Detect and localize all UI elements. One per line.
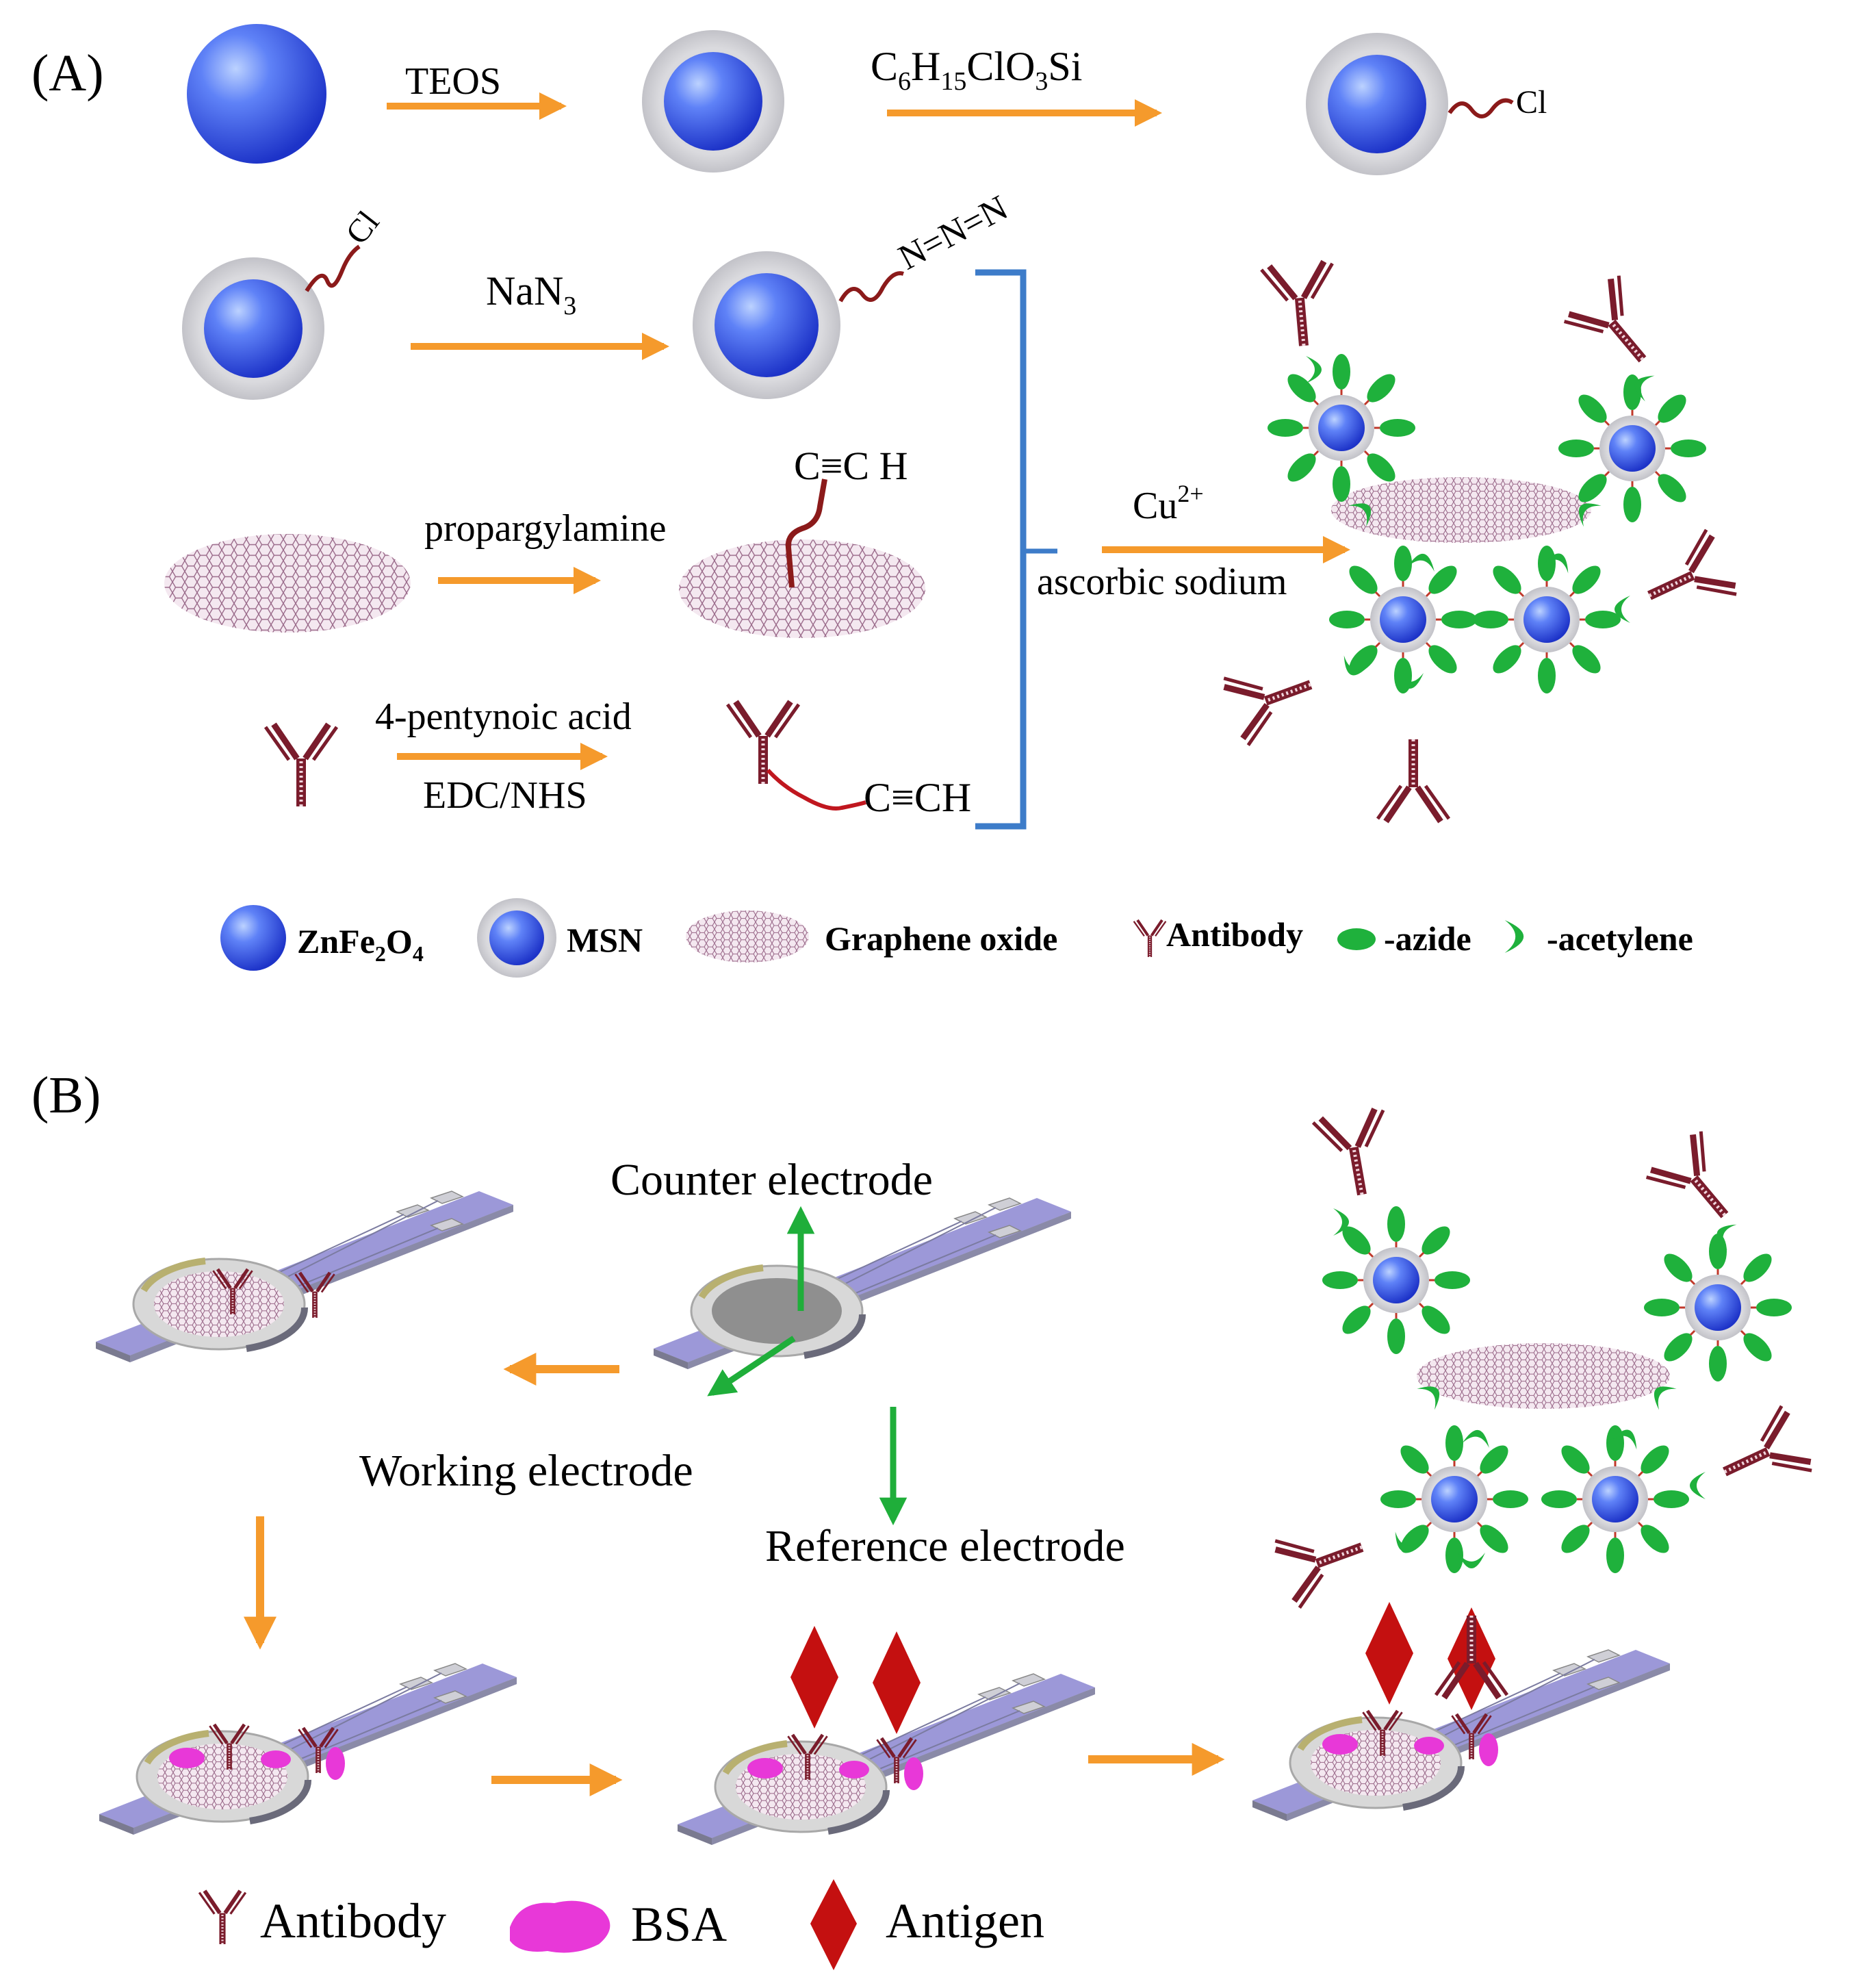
legend-b-antibody-label: Antibody — [260, 1894, 446, 1948]
label-nan3: NaN3 — [486, 268, 576, 320]
legend-antibody-label: Antibody — [1166, 915, 1303, 954]
legend-go-label: Graphene oxide — [825, 919, 1057, 958]
label-silane: C6H15ClO3Si — [871, 44, 1082, 96]
msn-cl-particle-2 — [182, 244, 361, 400]
panel-b-label: (B) — [31, 1067, 101, 1124]
bracket — [975, 269, 1027, 830]
legend-b-antigen-icon — [810, 1879, 857, 1970]
legend-azide-label: -azide — [1384, 919, 1471, 958]
legend-b-bsa-label: BSA — [631, 1897, 727, 1952]
arrow-working — [707, 1336, 796, 1397]
legend-acetylene-icon — [1504, 920, 1524, 953]
legend-azide-icon — [1337, 928, 1376, 950]
label-edc-nhs: EDC/NHS — [423, 774, 587, 817]
label-pentynoic: 4-pentynoic acid — [375, 696, 632, 738]
chip-bare — [654, 1198, 1071, 1369]
legend-b-bsa-icon — [510, 1900, 610, 1953]
legend-a: ZnFe2O4 MSN Graphene oxide Antibody -azi… — [220, 898, 1693, 978]
label-cl-2: Cl — [339, 204, 387, 251]
antibody-icon-1 — [266, 724, 337, 806]
label-ascorbic: ascorbic sodium — [1037, 561, 1287, 603]
label-working-electrode: Working electrode — [359, 1446, 693, 1496]
label-azide-group: N=N=N — [892, 188, 1014, 278]
legend-znfe-label: ZnFe2O4 — [297, 922, 424, 966]
assembly-b — [1272, 1108, 1814, 1698]
chip-bsa — [99, 1664, 517, 1835]
znfe2o4-sphere — [187, 24, 326, 164]
label-cu: Cu2+ — [1133, 480, 1204, 527]
legend-acetylene-label: -acetylene — [1547, 919, 1693, 958]
label-alkyne-go: C≡C H — [794, 444, 908, 488]
label-cl-1: Cl — [1516, 84, 1547, 120]
msn-azide-particle — [693, 251, 904, 399]
legend-b-antibody-icon — [199, 1891, 246, 1944]
panel-b: (B) Counter electrode Working electrode … — [31, 1067, 1814, 1970]
panel-a: (A) TEOS C6H15ClO3Si Cl Cl NaN3 — [31, 24, 1739, 978]
chip-antibody — [96, 1191, 513, 1362]
legend-b-antigen-label: Antigen — [886, 1894, 1044, 1948]
legend-antibody-icon — [1134, 920, 1166, 957]
label-alkyne-ab: C≡CH — [864, 775, 971, 820]
chip-sandwich — [1252, 1602, 1670, 1821]
panel-a-label: (A) — [31, 44, 104, 102]
msn-cl-particle-1 — [1306, 33, 1514, 175]
label-reference-electrode: Reference electrode — [765, 1521, 1125, 1571]
legend-msn-label: MSN — [567, 921, 643, 959]
legend-b: Antibody BSA Antigen — [199, 1879, 1044, 1970]
assembly-a — [1221, 261, 1738, 821]
chip-antigen — [678, 1626, 1095, 1845]
go-alkyne-linker — [785, 479, 827, 588]
label-propargylamine: propargylamine — [424, 507, 667, 550]
label-teos: TEOS — [405, 60, 501, 103]
antibody-icon-2 — [728, 702, 799, 784]
msn-particle-1 — [642, 30, 784, 173]
label-counter-electrode: Counter electrode — [610, 1155, 933, 1205]
legend-znfe-icon — [220, 905, 286, 971]
